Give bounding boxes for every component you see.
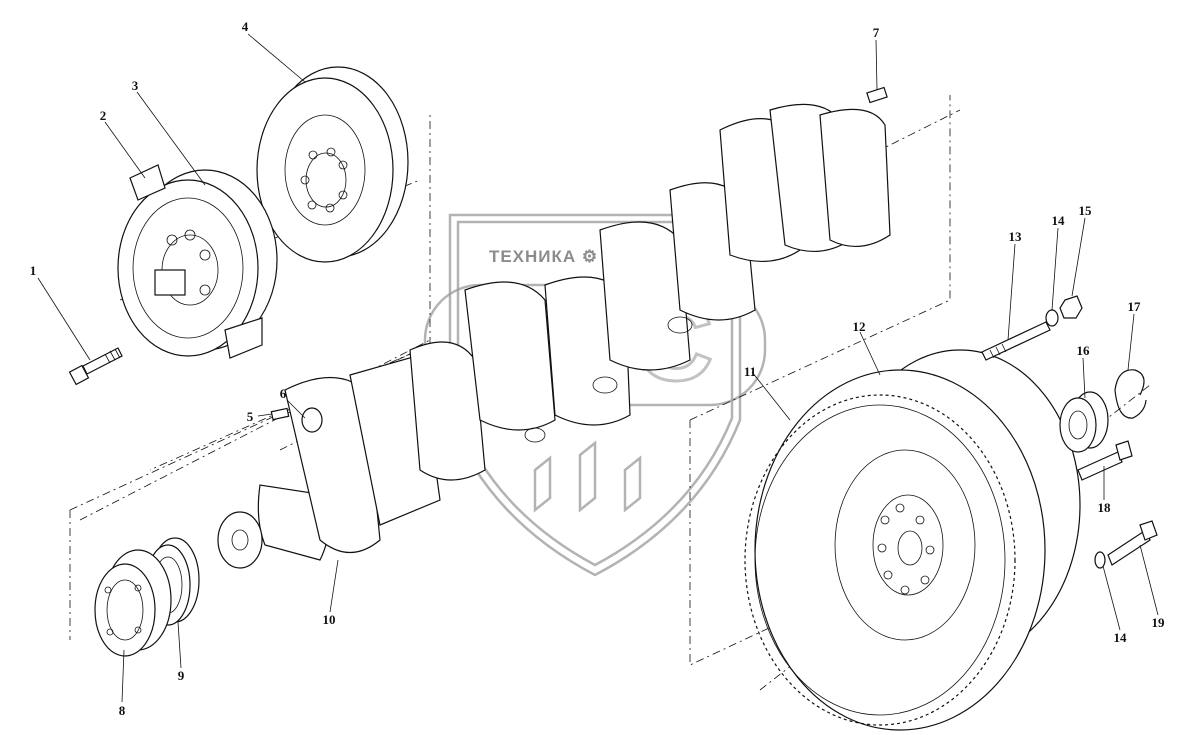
- callout-10: 10: [323, 612, 336, 627]
- callout-18: 18: [1098, 500, 1112, 515]
- washer: [1045, 309, 1059, 327]
- flywheel-stud: [981, 321, 1051, 361]
- callout-14-upper: 14: [1052, 213, 1066, 228]
- callout-11: 11: [744, 364, 756, 379]
- callout-labels: 1 2 3 4 5 6 7 8 9 10 11 12 13 14 14 15 1…: [30, 19, 1165, 718]
- ring-gear: [744, 394, 1016, 726]
- callout-19: 19: [1152, 615, 1166, 630]
- crankshaft: [217, 103, 891, 569]
- callout-15: 15: [1079, 203, 1093, 218]
- wedge-part: [129, 164, 263, 359]
- dowel-pin: [301, 407, 323, 433]
- callout-7: 7: [873, 25, 880, 40]
- callout-13: 13: [1009, 229, 1023, 244]
- pulley-bolt: [68, 347, 123, 386]
- callout-1: 1: [30, 263, 37, 278]
- callout-2: 2: [100, 108, 107, 123]
- flywheel-bolt: [1077, 440, 1133, 481]
- callout-3: 3: [132, 78, 139, 93]
- pilot-bearing: [1059, 391, 1109, 453]
- callout-14-lower: 14: [1114, 630, 1128, 645]
- flywheel: [754, 349, 1081, 731]
- callout-6: 6: [280, 386, 287, 401]
- bolt-washer: [1094, 551, 1106, 569]
- callout-4: 4: [242, 19, 249, 34]
- flywheel-mounting-bolt: [1107, 520, 1158, 566]
- snap-ring: [1114, 369, 1147, 419]
- callout-16: 16: [1077, 343, 1091, 358]
- flange-nut: [1059, 295, 1083, 319]
- callout-5: 5: [247, 409, 254, 424]
- callout-12: 12: [853, 319, 866, 334]
- leader-lines: [37, 33, 1159, 703]
- damper-disc: [256, 66, 409, 263]
- front-hub: [94, 549, 172, 657]
- locating-pin: [270, 407, 290, 421]
- callout-17: 17: [1128, 299, 1142, 314]
- flywheel-dowel-pin: [866, 86, 888, 104]
- callout-8: 8: [119, 703, 126, 718]
- crankshaft-pulley: [117, 169, 278, 357]
- callout-9: 9: [178, 668, 185, 683]
